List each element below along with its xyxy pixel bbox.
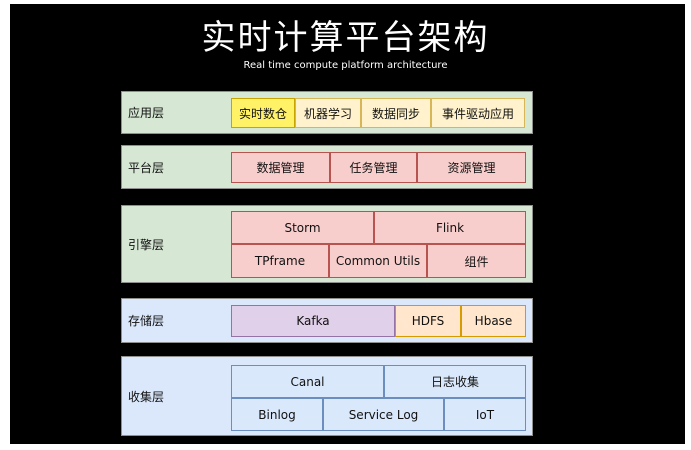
component-resource-management: 资源管理 [417, 152, 526, 183]
component-machine-learning: 机器学习 [295, 98, 361, 128]
component-data-sync: 数据同步 [361, 98, 431, 128]
layer-storage: 存储层 Kafka HDFS Hbase [121, 298, 533, 343]
layer-engine: 引擎层 Storm Flink TPframe Common Utils 组件 [121, 205, 533, 283]
layer-label-application: 应用层 [128, 106, 165, 120]
component-tpframe: TPframe [231, 244, 329, 278]
component-components: 组件 [427, 244, 526, 278]
layer-application: 应用层 实时数仓 机器学习 数据同步 事件驱动应用 [121, 91, 533, 134]
layer-label-storage: 存储层 [128, 314, 165, 328]
component-storm: Storm [231, 211, 374, 244]
component-kafka: Kafka [231, 305, 395, 337]
component-task-management: 任务管理 [330, 152, 417, 183]
component-binlog: Binlog [231, 398, 323, 431]
component-iot: IoT [444, 398, 526, 431]
component-hdfs: HDFS [395, 305, 461, 337]
component-realtime-warehouse: 实时数仓 [231, 98, 295, 128]
layer-label-collection: 收集层 [128, 389, 165, 404]
layer-label-platform: 平台层 [128, 160, 165, 175]
diagram-subtitle: Real time compute platform architecture [243, 60, 448, 71]
component-hbase: Hbase [461, 305, 526, 337]
diagram-title: 实时计算平台架构 [201, 18, 490, 58]
layer-collection: 收集层 Canal 日志收集 Binlog Service Log IoT [121, 356, 533, 436]
component-log-collection: 日志收集 [384, 365, 526, 398]
layer-label-engine: 引擎层 [128, 237, 165, 252]
layer-platform: 平台层 数据管理 任务管理 资源管理 [121, 145, 533, 189]
component-service-log: Service Log [323, 398, 444, 431]
component-canal: Canal [231, 365, 384, 398]
component-event-driven-app: 事件驱动应用 [431, 98, 525, 128]
component-data-management: 数据管理 [231, 152, 330, 183]
component-common-utils: Common Utils [329, 244, 427, 278]
component-flink: Flink [374, 211, 526, 244]
